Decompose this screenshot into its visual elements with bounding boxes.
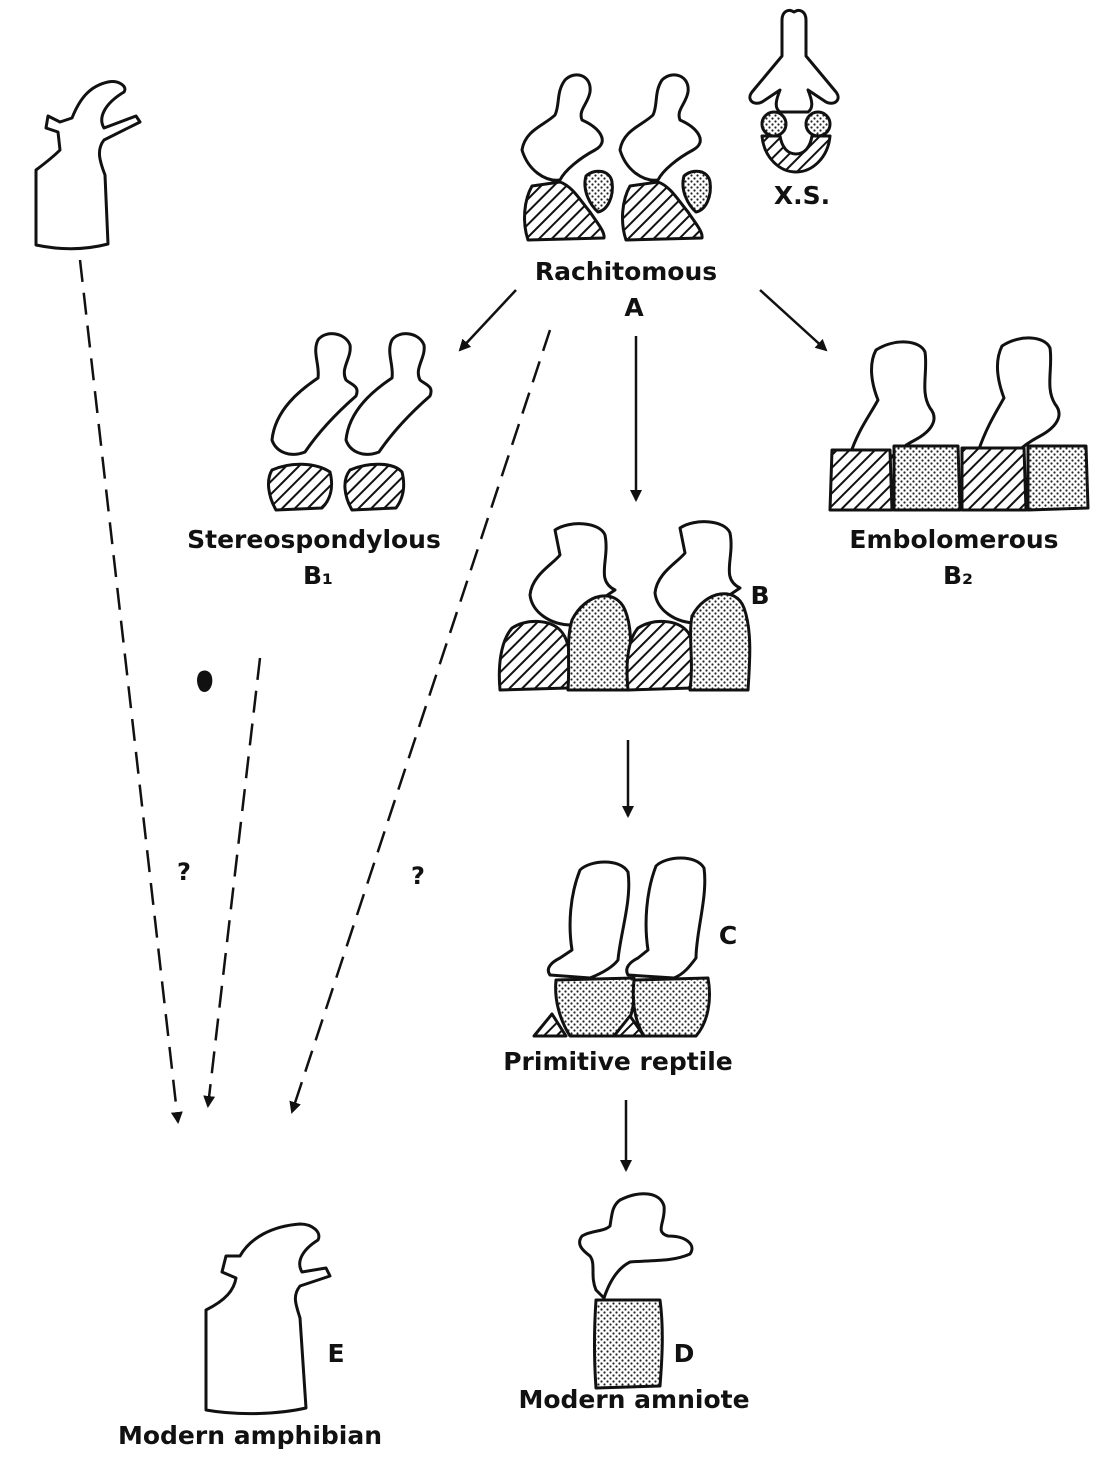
label-c: C [719,921,737,950]
arrow-a-to-b1 [458,289,517,352]
ink-blot [197,670,213,692]
label-b: B [750,581,769,610]
rachitomous-vertebrae [520,73,712,242]
question-mark-left: ? [177,858,191,886]
primitive-reptile-vertebrae [532,856,711,1038]
modern-amniote-vertebra [578,1192,694,1390]
label-b1: B₁ [303,561,333,590]
label-embolomerous: Embolomerous [849,525,1058,554]
arrow-ancestor-to-e [78,259,183,1124]
arrow-b1-to-e [203,657,262,1108]
arrow-a-to-e [289,329,552,1114]
transitional-vertebrae [497,520,752,692]
embolomerous-vertebrae [828,336,1090,512]
label-stereospondylous: Stereospondylous [187,525,441,554]
stereospondylous-vertebrae [267,332,433,512]
label-d: D [674,1339,695,1368]
modern-amphibian-vertebra [204,1222,332,1416]
arrow-a-to-b2 [759,289,828,352]
question-mark-right: ? [411,862,425,890]
label-rachitomous: Rachitomous [535,257,717,286]
label-b2: B₂ [943,561,973,590]
label-modern-amphibian: Modern amphibian [118,1421,382,1450]
label-modern-amniote: Modern amniote [518,1385,749,1414]
label-a: A [624,293,644,322]
ancestral-vertebra [34,80,142,251]
labels: Rachitomous A X.S. Stereospondylous B₁ E… [118,181,1059,1450]
label-e: E [327,1339,344,1368]
arrows [78,259,828,1172]
label-primitive-reptile: Primitive reptile [503,1047,733,1076]
label-xs: X.S. [774,181,830,210]
cross-section [748,8,840,174]
